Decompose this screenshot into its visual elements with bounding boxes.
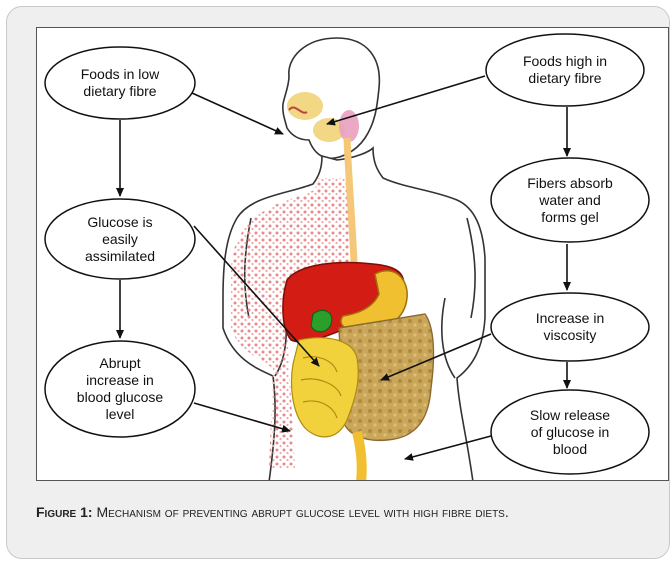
- node-low-fibre-line-2: dietary fibre: [81, 83, 160, 100]
- node-glucose-line-2: easily: [85, 231, 155, 248]
- node-viscosity: Increase inviscosity: [494, 293, 646, 361]
- node-slow-release: Slow releaseof glucose inblood: [494, 390, 646, 474]
- node-fibers-line-1: Fibers absorb: [527, 175, 613, 192]
- figure-caption: Figure 1: Mechanism of preventing abrupt…: [36, 500, 656, 524]
- figure-label: Figure 1:: [36, 504, 93, 520]
- node-low-fibre-line-1: Foods in low: [81, 66, 160, 83]
- node-slow-line-3: blood: [530, 441, 610, 458]
- node-abrupt-line-4: level: [77, 406, 163, 423]
- node-abrupt-line-1: Abrupt: [77, 355, 163, 372]
- node-abrupt-line-3: blood glucose: [77, 389, 163, 406]
- node-slow-line-1: Slow release: [530, 407, 610, 424]
- figure-image: Foods in lowdietary fibre Glucose iseasi…: [36, 27, 669, 481]
- node-high-fibre-line-1: Foods high in: [523, 53, 607, 70]
- rectum: [357, 432, 362, 481]
- node-abrupt-line-2: increase in: [77, 372, 163, 389]
- node-glucose-assimilated: Glucose iseasilyassimilated: [49, 199, 191, 279]
- node-high-fibre: Foods high indietary fibre: [489, 34, 641, 106]
- node-viscosity-line-2: viscosity: [536, 327, 604, 344]
- arrow-lowfibre-to-mouth: [192, 93, 283, 134]
- node-glucose-line-3: assimilated: [85, 248, 155, 265]
- node-viscosity-line-1: Increase in: [536, 310, 604, 327]
- gallbladder: [311, 310, 332, 331]
- node-fibers-absorb: Fibers absorbwater andforms gel: [494, 158, 646, 242]
- node-abrupt-increase: Abruptincrease inblood glucoselevel: [49, 341, 191, 437]
- node-fibers-line-2: water and: [527, 192, 613, 209]
- node-glucose-line-1: Glucose is: [85, 214, 155, 231]
- node-high-fibre-line-2: dietary fibre: [523, 70, 607, 87]
- node-fibers-line-3: forms gel: [527, 209, 613, 226]
- node-low-fibre: Foods in lowdietary fibre: [49, 47, 191, 119]
- node-slow-line-2: of glucose in: [530, 424, 610, 441]
- figure-caption-text: Mechanism of preventing abrupt glucose l…: [96, 504, 508, 520]
